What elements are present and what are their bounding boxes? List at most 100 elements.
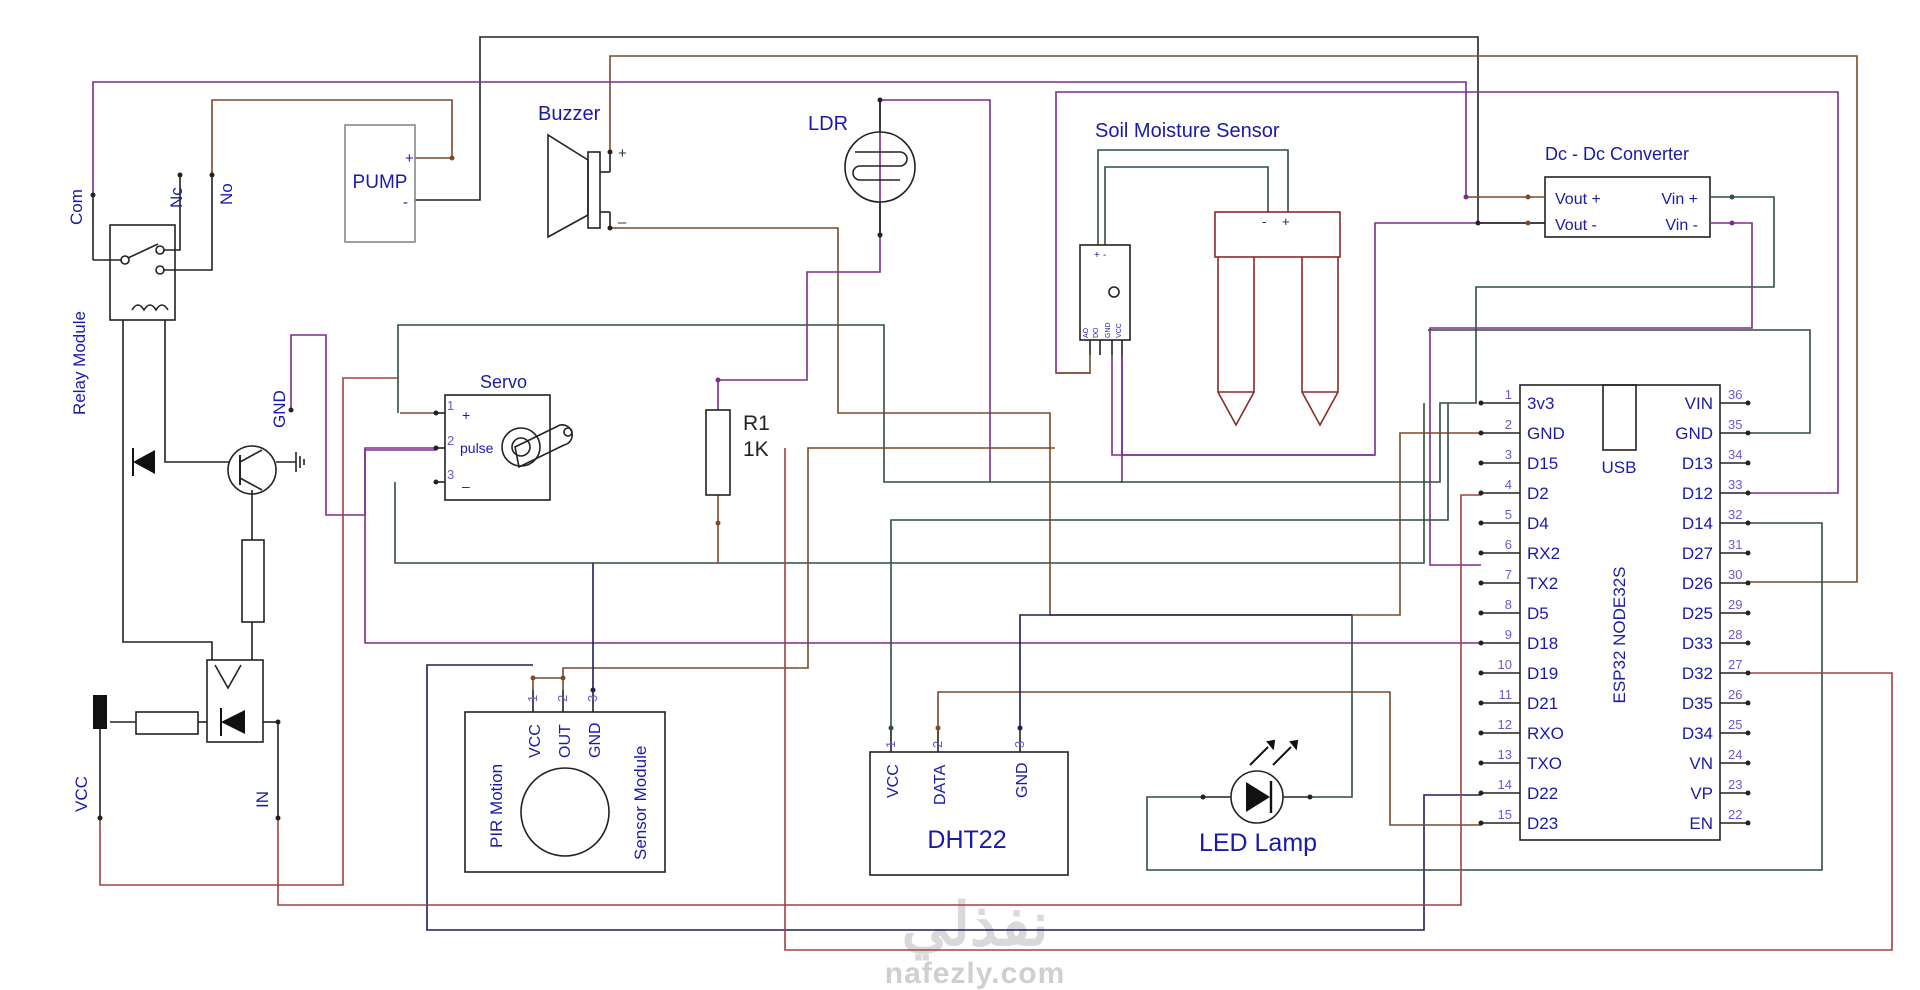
relay-no-label: No: [217, 183, 236, 205]
led-icon: [1246, 782, 1270, 812]
esp32-right-pin-number: 30: [1728, 567, 1742, 582]
esp32-right-pin-number: 34: [1728, 447, 1742, 462]
pir-sensor: 1 2 3 VCC OUT GND PIR Motion Sensor Modu…: [464, 675, 666, 873]
esp32-right-pin-number: 29: [1728, 597, 1742, 612]
wire-pir-loop: [426, 664, 1481, 931]
esp32-right-pin-label: EN: [1689, 814, 1713, 833]
esp32-left-pin-number: 14: [1498, 777, 1512, 792]
esp32-left-pin-label: D15: [1527, 454, 1558, 473]
esp32-right-pin-label: D33: [1682, 634, 1713, 653]
probe-minus-label: -: [1262, 214, 1266, 229]
esp32-left-pin-label: RX2: [1527, 544, 1560, 563]
wire-dht-vcc: [890, 403, 1449, 728]
light-emission-icon: [1249, 739, 1299, 766]
soil-pin-vcc: VCC: [1116, 323, 1123, 338]
vcc-terminal: [93, 695, 107, 729]
relay-gnd-label: GND: [270, 390, 289, 428]
wire-relay-coil: [164, 320, 230, 463]
base-resistor: [241, 539, 265, 623]
wire-vin-minus: [1429, 222, 1753, 566]
relay-title: Relay Module: [70, 311, 89, 415]
pir-subtitle: Sensor Module: [631, 746, 650, 860]
esp32-right-pin-number: 27: [1728, 657, 1742, 672]
esp32-left-pin-label: D19: [1527, 664, 1558, 683]
ldr: LDR: [808, 97, 916, 238]
resistor-r1: R1 1K: [705, 377, 770, 526]
watermark-latin: nafezly.com: [885, 957, 1066, 990]
esp32-left-pin-number: 7: [1505, 567, 1512, 582]
soil-board-plus: +: [1094, 250, 1100, 261]
esp32-left-pin-number: 3: [1505, 447, 1512, 462]
esp32-right-pin-label: D35: [1682, 694, 1713, 713]
esp32-right-pin-label: D12: [1682, 484, 1713, 503]
wire-buzzer-plus: [609, 55, 1858, 583]
wire-relay-internal: [122, 320, 213, 660]
probe-plus-label: +: [1282, 214, 1290, 229]
wire-probe-minus: [1104, 166, 1269, 245]
wire-probe-plus: [1097, 149, 1289, 245]
wire-relay-vcc-brown: [99, 377, 398, 886]
converter-vin-minus: Vin -: [1665, 217, 1698, 234]
esp32-right-pin-label: D25: [1682, 604, 1713, 623]
soil-title: Soil Moisture Sensor: [1095, 120, 1280, 142]
pump-plus-label: +: [405, 150, 414, 167]
esp32-left-pin-number: 9: [1505, 627, 1512, 642]
wire-ldr: [879, 99, 991, 482]
wire-vin-plus: [1470, 196, 1775, 404]
relay-com-label: Com: [67, 189, 86, 225]
servo-pin-num-3: 3: [447, 467, 454, 482]
esp32-right-pin-number: 36: [1728, 387, 1742, 402]
soil-moisture-sensor: Soil Moisture Sensor + - AO DO GND VCC -…: [1079, 120, 1341, 427]
esp32-right-pin-number: 25: [1728, 717, 1742, 732]
esp32-right-pin-number: 26: [1728, 687, 1742, 702]
esp32-left-pin-number: 1: [1505, 387, 1512, 402]
pir-pin-num-3: 3: [585, 695, 600, 702]
esp32-right-pin-number: 28: [1728, 627, 1742, 642]
soil-board-minus: -: [1103, 250, 1106, 261]
esp32-right-pin-label: D26: [1682, 574, 1713, 593]
esp32-right-pin-number: 22: [1728, 807, 1742, 822]
wire-servo-gnd: [397, 324, 1470, 483]
converter-vout-minus: Vout -: [1555, 217, 1597, 234]
esp32-right-pin-label: VIN: [1685, 394, 1713, 413]
buzzer: Buzzer + –: [538, 103, 627, 239]
pir-lens-icon: [520, 767, 610, 857]
wire-relay-gnd: [290, 334, 436, 516]
soil-probe-icon: [1214, 211, 1341, 427]
esp32-left-pin-label: D22: [1527, 784, 1558, 803]
wire-buzzer-minus: [610, 227, 1481, 616]
pir-pin-vcc: VCC: [527, 724, 544, 758]
esp32-left-pin-number: 2: [1505, 417, 1512, 432]
esp32-right-pin-label: D14: [1682, 514, 1713, 533]
soil-pin-gnd: GND: [1105, 322, 1112, 338]
esp32-right-pin-number: 32: [1728, 507, 1742, 522]
servo-pin-num-2: 2: [447, 433, 454, 448]
wire-d32: [784, 448, 1893, 951]
esp32-left-pin-number: 10: [1498, 657, 1512, 672]
esp32-left-pin-label: D23: [1527, 814, 1558, 833]
dht-pin-num-3: 3: [1012, 741, 1027, 748]
dc-dc-converter: Dc - Dc Converter Vout + Vout - Vin + Vi…: [1463, 144, 1735, 238]
servo-pin-num-1: 1: [447, 398, 454, 413]
wire-gnd-right: [1428, 329, 1811, 434]
wire-pir-vcc: [532, 677, 563, 690]
servo-title: Servo: [480, 372, 527, 392]
relay-vcc-label: VCC: [72, 776, 91, 812]
servo: Servo 1 2 3 + pulse –: [433, 372, 573, 501]
pir-pin-out: OUT: [557, 724, 574, 758]
esp32-right-pin-label: VP: [1690, 784, 1713, 803]
buzzer-title: Buzzer: [538, 103, 601, 125]
led-lamp: LED Lamp: [1199, 739, 1317, 857]
dht-pin-data: DATA: [932, 764, 949, 805]
optocoupler-box: [206, 659, 264, 743]
relay-nc-label: Nc: [167, 187, 186, 208]
esp32-right-pin-label: VN: [1689, 754, 1713, 773]
wire-dht-gnd: [1019, 614, 1352, 728]
soil-pin-do: DO: [1093, 327, 1100, 338]
wire-dht-data: [937, 691, 1481, 826]
wire-relay-com: [92, 81, 1467, 197]
esp32-usb-label: USB: [1602, 458, 1637, 477]
esp32-left-pin-label: D21: [1527, 694, 1558, 713]
